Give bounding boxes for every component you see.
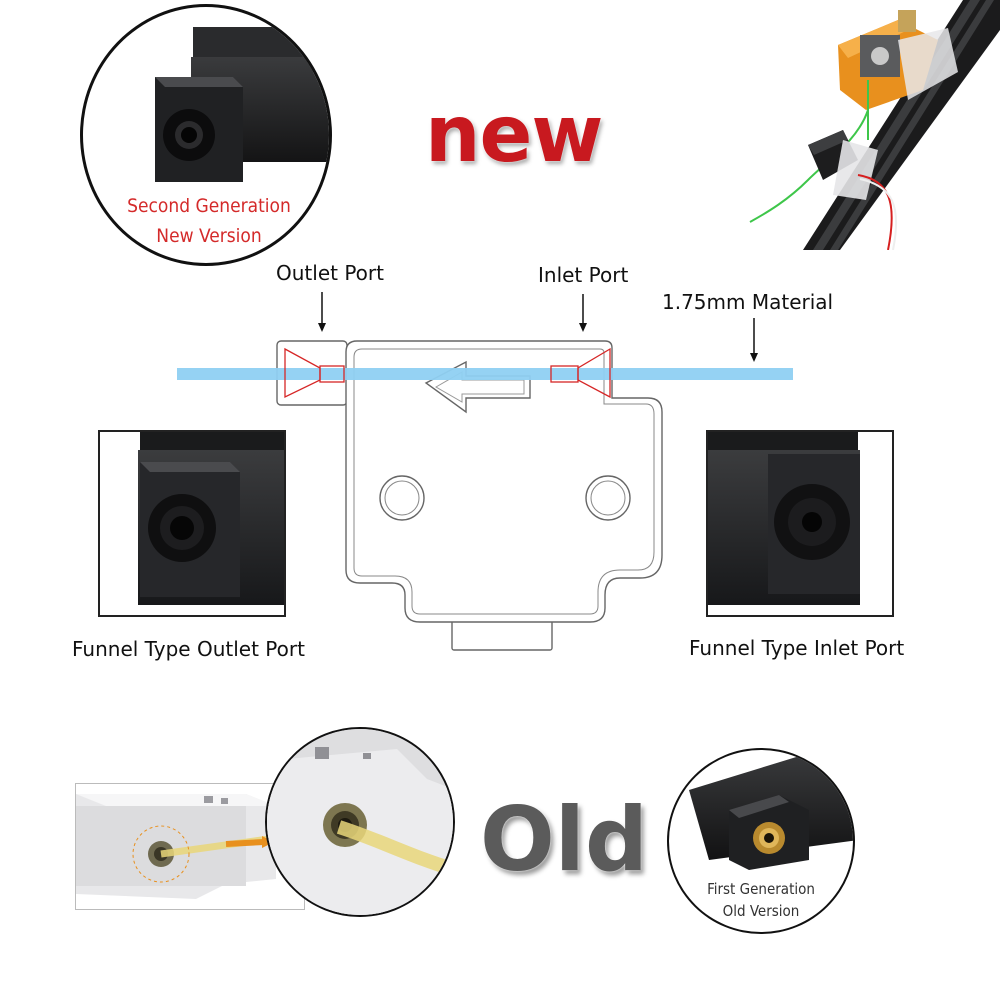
printer-extruder-illustration xyxy=(749,0,1000,250)
inlet-port-illustration xyxy=(708,432,860,605)
inlet-port-photo xyxy=(706,430,894,617)
outlet-port-label: Outlet Port xyxy=(276,261,384,285)
outlet-port-illustration xyxy=(138,432,284,605)
outlet-port-photo xyxy=(98,430,286,617)
old-port-magnified xyxy=(265,727,455,917)
headline-new: new xyxy=(425,90,603,180)
new-sensor-closeup-illustration xyxy=(155,27,329,182)
new-version-caption: Second Generation New Version xyxy=(83,191,329,251)
old-version-line2: Old Version xyxy=(722,902,800,920)
outlet-photo-caption: Funnel Type Outlet Port xyxy=(72,637,305,661)
headline-old: Old xyxy=(480,788,648,891)
inlet-photo-caption: Funnel Type Inlet Port xyxy=(689,636,905,660)
new-version-line2: New Version xyxy=(156,225,262,247)
new-version-closeup: Second Generation New Version xyxy=(80,4,332,266)
old-version-closeup: First Generation Old Version xyxy=(667,748,855,934)
sensor-schematic-diagram xyxy=(177,292,793,651)
old-version-caption: First Generation Old Version xyxy=(669,878,853,922)
inlet-port-label: Inlet Port xyxy=(538,263,629,287)
material-label: 1.75mm Material xyxy=(662,290,834,314)
old-sensor-closeup-illustration xyxy=(689,750,853,870)
old-version-line1: First Generation xyxy=(707,880,815,898)
old-port-magnified-illustration xyxy=(267,729,453,915)
new-version-line1: Second Generation xyxy=(127,195,291,217)
old-sensor-illustration xyxy=(76,794,304,899)
